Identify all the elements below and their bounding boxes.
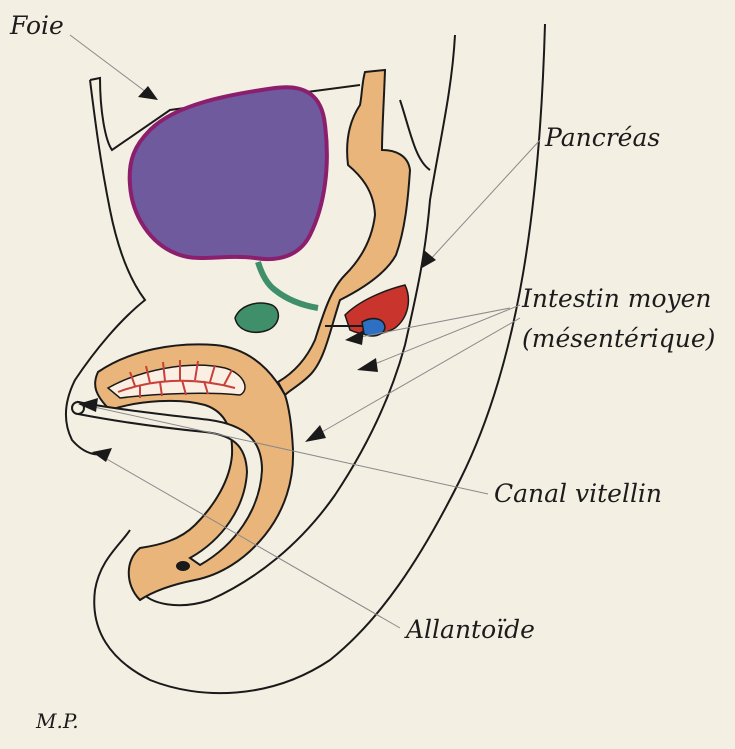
label-mesenterique: (mésentérique): [522, 325, 715, 354]
hepatic-duct: [258, 262, 318, 308]
arrow-intestin-2: [305, 425, 326, 442]
label-foie: Foie: [10, 12, 64, 41]
gallbladder-bud: [235, 303, 278, 332]
label-pancreas: Pancréas: [545, 124, 660, 153]
liver-shape: [130, 87, 327, 259]
label-canal-vitellin: Canal vitellin: [494, 480, 662, 509]
label-intestin-moyen: Intestin moyen: [522, 285, 712, 314]
label-allantoide: Allantoïde: [406, 616, 535, 645]
arrow-intestin-1: [357, 358, 378, 372]
arrow-pancreas: [422, 250, 436, 268]
author-signature: M.P.: [36, 710, 79, 733]
pancreatic-duct: [362, 319, 385, 336]
allantois-opening: [176, 561, 190, 571]
